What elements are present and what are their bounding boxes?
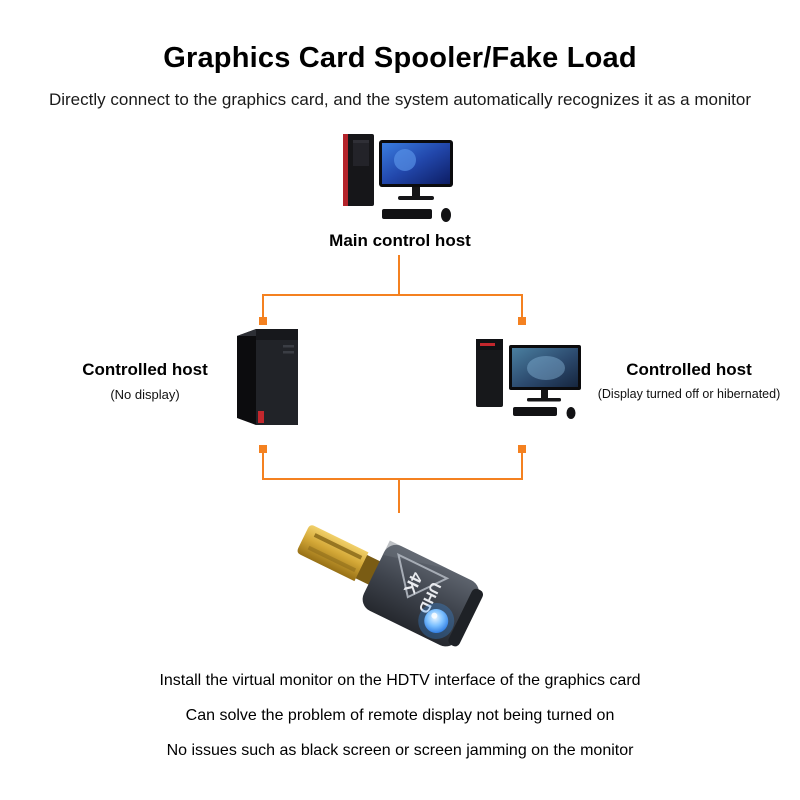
right-host-label: Controlled host (Display turned off or h…: [583, 360, 795, 401]
page-subtitle: Directly connect to the graphics card, a…: [48, 90, 752, 109]
right-host-illustration: [468, 337, 598, 429]
left-host-illustration: [221, 325, 307, 429]
connector-line: [398, 255, 400, 295]
page-title: Graphics Card Spooler/Fake Load: [163, 42, 637, 74]
connector-line: [262, 294, 264, 320]
connector-line: [262, 294, 523, 296]
right-host-title: Controlled host: [626, 360, 752, 379]
footer-line-1: Install the virtual monitor on the HDTV …: [159, 672, 641, 689]
main-host-illustration: [333, 133, 465, 230]
left-host-label: Controlled host (No display): [55, 360, 235, 402]
hdmi-dummy-plug-icon: 4K UHD: [297, 525, 484, 647]
left-host-title: Controlled host: [82, 360, 208, 379]
connector-node: [259, 445, 267, 453]
led-indicator: [424, 608, 449, 633]
desktop-pc-icon: [343, 134, 453, 222]
pc-tower-icon: [237, 329, 298, 425]
footer-notes: Install the virtual monitor on the HDTV …: [0, 672, 800, 760]
footer-line-3: No issues such as black screen or screen…: [166, 742, 634, 759]
product-illustration: 4K UHD: [295, 510, 505, 678]
plug-body: [362, 544, 479, 647]
main-host-label: Main control host: [329, 231, 471, 250]
right-host-subtitle: (Display turned off or hibernated): [597, 387, 781, 401]
connector-node: [518, 445, 526, 453]
footer-line-2: Can solve the problem of remote display …: [185, 707, 615, 724]
connector-node: [259, 317, 267, 325]
connector-line: [521, 294, 523, 320]
connector-line: [398, 478, 400, 513]
connector-line: [521, 451, 523, 480]
left-host-subtitle: (No display): [110, 387, 180, 402]
connector-node: [518, 317, 526, 325]
hdmi-connector: [297, 525, 369, 582]
plug-end-cap: [448, 588, 484, 647]
desktop-pc-icon: [476, 339, 581, 419]
triangle-mark: [397, 552, 450, 599]
plug-neck: [352, 553, 382, 586]
connector-line: [262, 451, 264, 480]
connector-line: [262, 478, 523, 480]
